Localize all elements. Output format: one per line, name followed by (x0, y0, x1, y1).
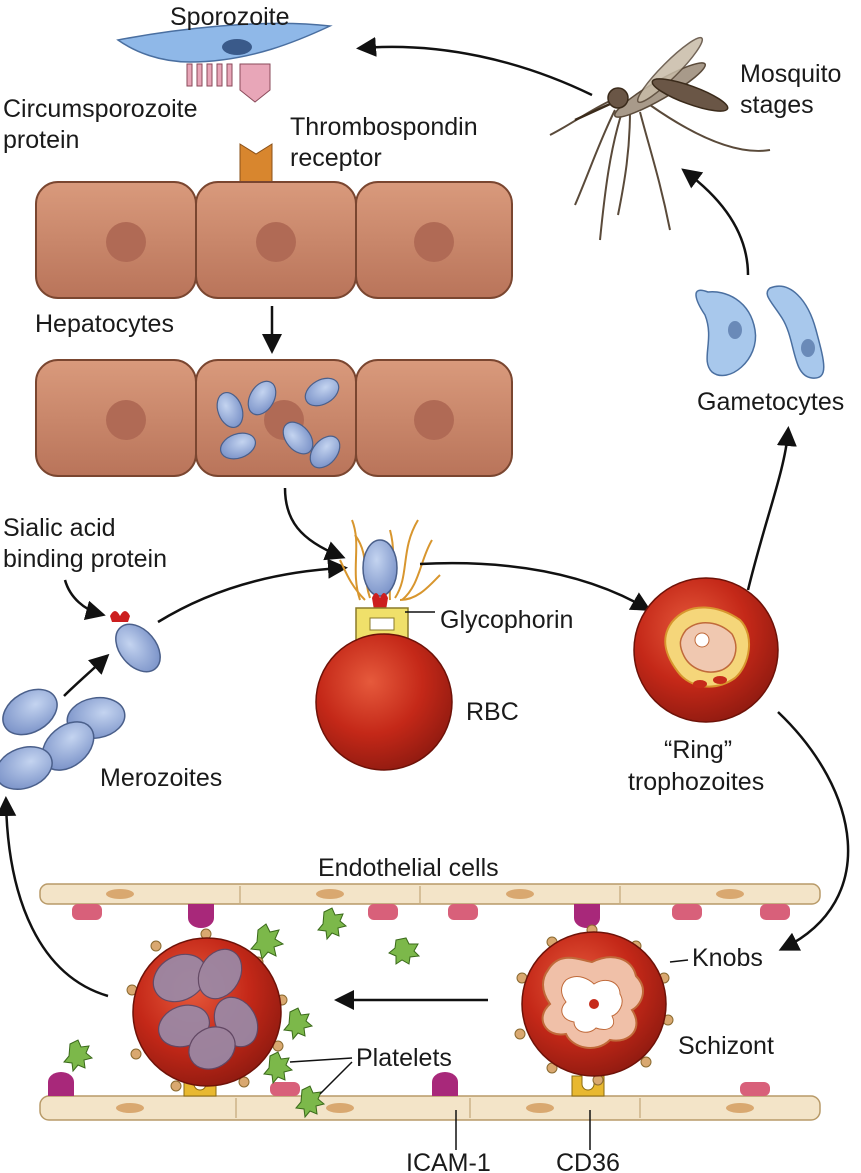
gametocytes (695, 285, 825, 379)
liver-merozoites (216, 377, 341, 469)
arrow-ring-to-gametocytes (746, 426, 797, 591)
ring-label-line2: trophozoites (628, 768, 764, 796)
ring-label-line1: “Ring” (664, 736, 732, 764)
rbc (315, 633, 453, 771)
schizont (514, 924, 674, 1086)
sporozoite (116, 22, 333, 103)
thrombospondin-label-line2: receptor (290, 144, 382, 172)
hepatocytes-label: Hepatocytes (35, 310, 174, 338)
thrombospondin-label-line1: Thrombospondin (290, 113, 478, 141)
sialic-label-line1: Sialic acid (3, 514, 116, 542)
hepatocytes-row-top (35, 181, 513, 299)
merozoites-label: Merozoites (100, 764, 222, 792)
rupturing-schizont (126, 928, 288, 1092)
circumsporozoite-protein (186, 63, 271, 103)
arrow-to-rbc-invasion (283, 487, 346, 561)
merozoites-cluster (0, 688, 126, 791)
endothelium-bottom (39, 1072, 821, 1121)
glycophorin-label: Glycophorin (440, 606, 573, 634)
rbc-label: RBC (466, 698, 519, 726)
schizont-label: Schizont (678, 1032, 774, 1060)
knobs-leader (669, 959, 689, 963)
icam-1-top (188, 904, 214, 928)
csp-label-line2: protein (3, 126, 79, 154)
rbc-invasion (315, 519, 453, 771)
endothelium-top (39, 883, 821, 928)
sialic-acid-binding-protein (110, 611, 130, 622)
gametocytes-label: Gametocytes (697, 388, 844, 416)
icam-1 (432, 1072, 458, 1096)
hepatocytes-row-bottom (35, 359, 513, 477)
endothelial-label: Endothelial cells (318, 854, 499, 882)
csp-label-line1: Circumsporozoite (3, 95, 198, 123)
ring-trophozoite (633, 577, 779, 723)
arrow-merozoites-release (63, 653, 110, 697)
arrow-rbc-to-ring (419, 561, 652, 611)
free-merozoite (110, 611, 161, 673)
arrow-ring-to-schizont (777, 711, 850, 951)
platelets-label: Platelets (356, 1044, 452, 1072)
platelets (63, 907, 421, 1119)
mosquito-label-line1: Mosquito (740, 60, 841, 88)
arrow-mosquito-to-sporozoite (356, 36, 593, 97)
mosquito (549, 36, 771, 241)
icam-label: ICAM-1 (406, 1149, 491, 1173)
arrow-gametocytes-to-mosquito (681, 168, 750, 276)
platelets-leader-1 (289, 1057, 353, 1063)
platelets-leader-2 (319, 1061, 353, 1095)
sporozoite-label: Sporozoite (170, 3, 290, 31)
arrow-schizont-to-merozoites (0, 796, 109, 998)
arrow-merozoite-to-rbc (157, 558, 348, 624)
knobs-label: Knobs (692, 944, 763, 972)
cd36-label: CD36 (556, 1149, 620, 1173)
sialic-label-line2: binding protein (3, 545, 167, 573)
mosquito-label-line2: stages (740, 91, 814, 119)
thrombospondin-receptor (239, 143, 273, 183)
arrow-sialic-pointer (63, 579, 106, 621)
